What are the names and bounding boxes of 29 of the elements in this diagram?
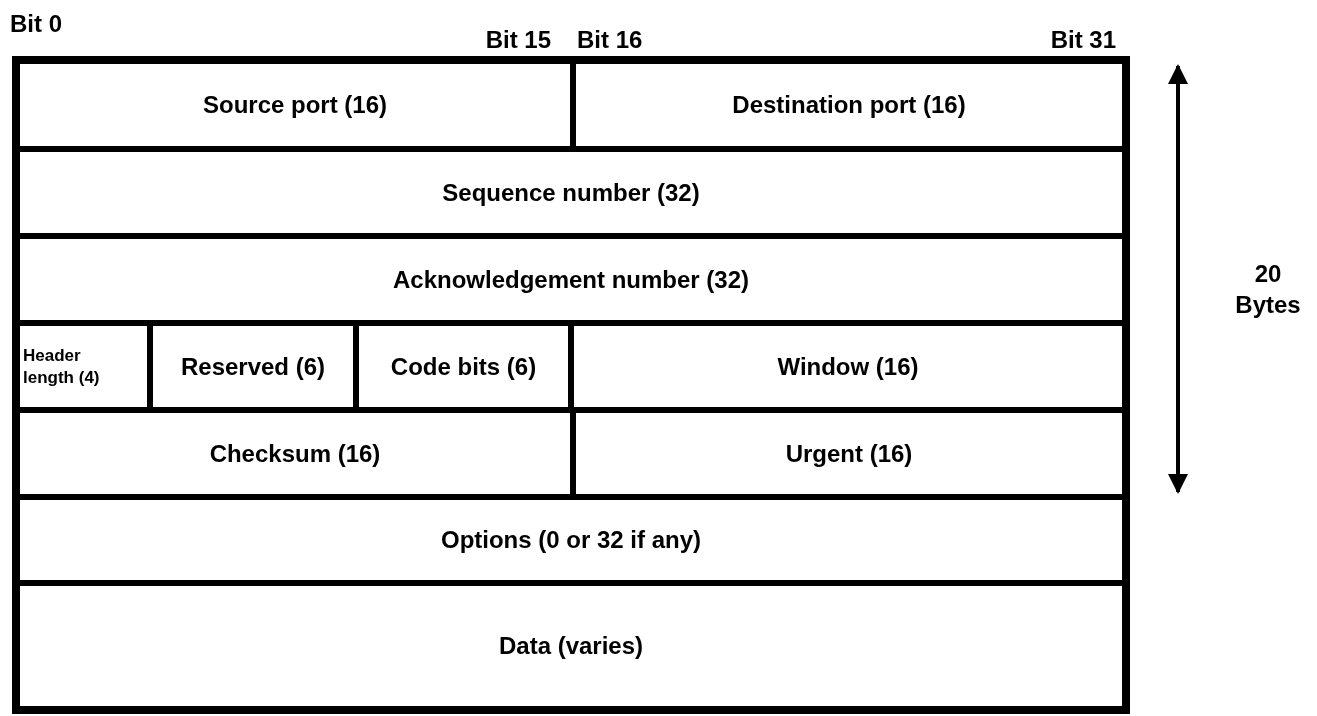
field-label: Checksum (16) — [209, 439, 381, 468]
header-field — [17, 61, 573, 149]
header-field — [573, 61, 1125, 149]
field-label: Sequence number (32) — [442, 178, 700, 207]
header-field — [356, 323, 571, 410]
header-field — [17, 236, 1125, 323]
field-label: Options (0 or 32 if any) — [440, 526, 701, 554]
header-field — [17, 583, 1125, 709]
bit-label: Bit 0 — [10, 12, 62, 36]
field-label: Header length (4) — [23, 345, 101, 388]
header-field — [17, 149, 1125, 236]
field-label: Destination port (16) — [732, 91, 966, 119]
bit-label: Bit 31 — [1050, 28, 1116, 52]
field-label: Data (varies) — [498, 632, 644, 660]
header-field — [17, 410, 573, 497]
field-label: Code bits (6) — [390, 352, 537, 381]
bit-label: Bit 15 — [485, 28, 551, 52]
field-label: Source port (16) — [203, 91, 387, 119]
header-field — [573, 410, 1125, 497]
field-label: Reserved (6) — [180, 352, 326, 381]
field-label: Window (16) — [777, 352, 919, 381]
bit-label: Bit 16 — [577, 28, 643, 52]
header-field — [17, 497, 1125, 583]
header-field — [17, 323, 150, 410]
size-label: 20 Bytes — [1234, 259, 1302, 321]
field-label: Acknowledgement number (32) — [392, 265, 750, 294]
header-field — [571, 323, 1125, 410]
field-label: Urgent (16) — [785, 439, 913, 468]
header-field — [150, 323, 356, 410]
